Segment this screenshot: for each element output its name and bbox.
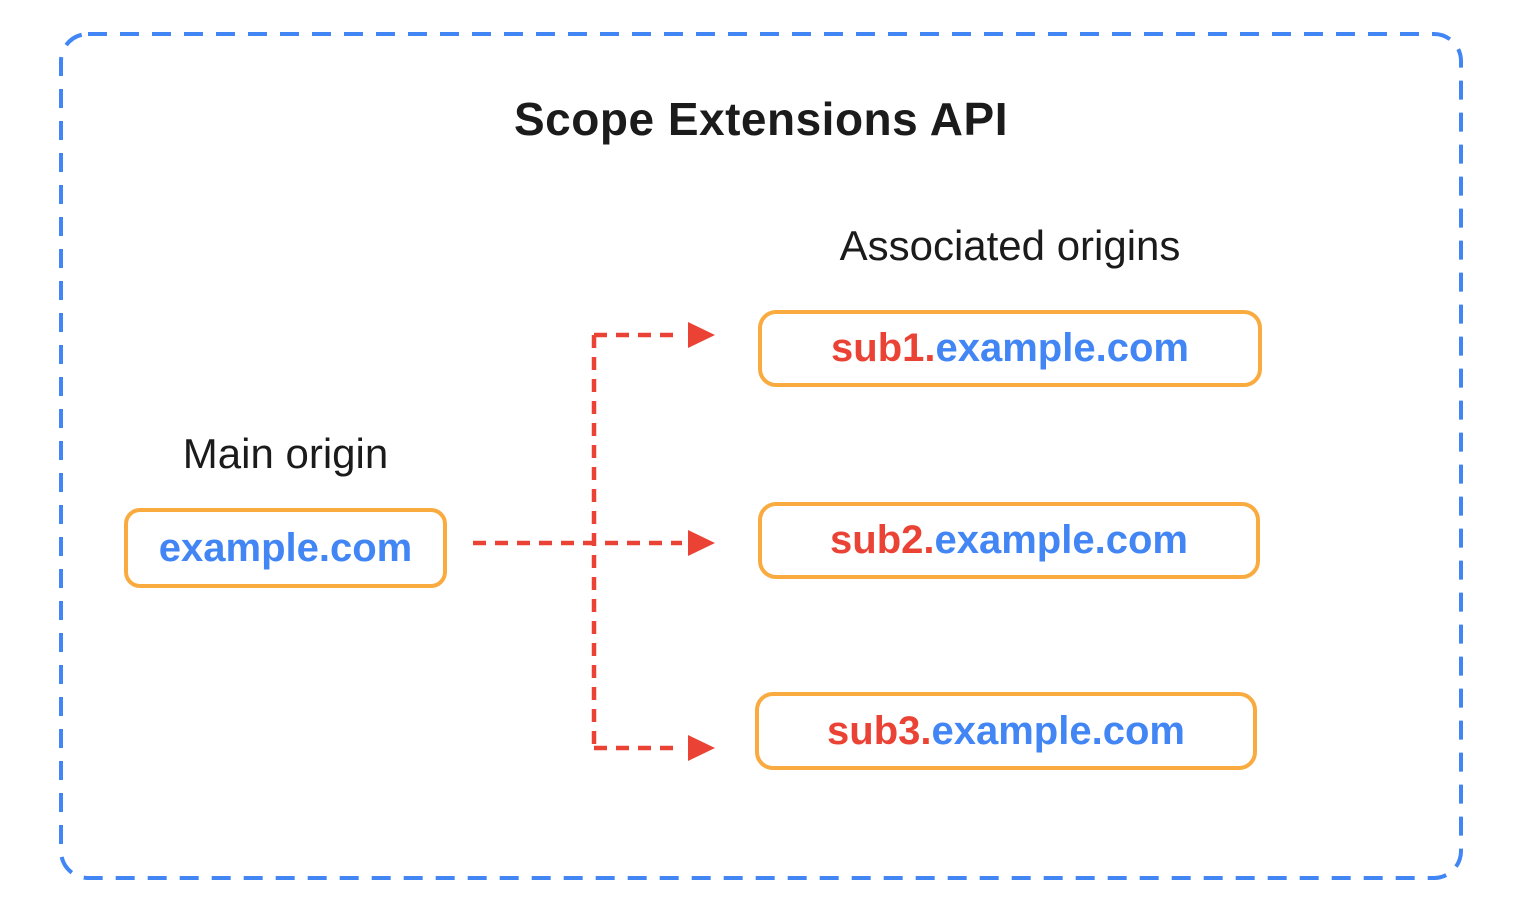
sub1-subdomain: sub1.	[831, 326, 936, 370]
associated-origin-box-sub3: sub3.example.com	[755, 692, 1257, 770]
associated-origin-box-sub1: sub1.example.com	[758, 310, 1262, 387]
arrowhead-sub1-icon	[688, 322, 715, 348]
arrowhead-sub2-icon	[688, 530, 715, 556]
sub3-domain: example.com	[931, 708, 1185, 753]
associated-origins-label: Associated origins	[839, 222, 1181, 269]
sub3-subdomain: sub3.	[827, 708, 932, 753]
outer-dashed-border	[59, 32, 1463, 880]
sub2-subdomain: sub2.	[830, 518, 935, 562]
sub2-domain: example.com	[934, 518, 1188, 562]
diagram-title: Scope Extensions API	[514, 93, 1008, 145]
main-origin-label: Main origin	[182, 430, 389, 477]
associated-origin-box-sub2: sub2.example.com	[758, 502, 1260, 579]
sub1-domain: example.com	[935, 326, 1189, 370]
main-origin-domain: example.com	[158, 525, 413, 570]
main-origin-box: example.com	[124, 508, 447, 588]
arrowhead-sub3-icon	[688, 735, 715, 761]
